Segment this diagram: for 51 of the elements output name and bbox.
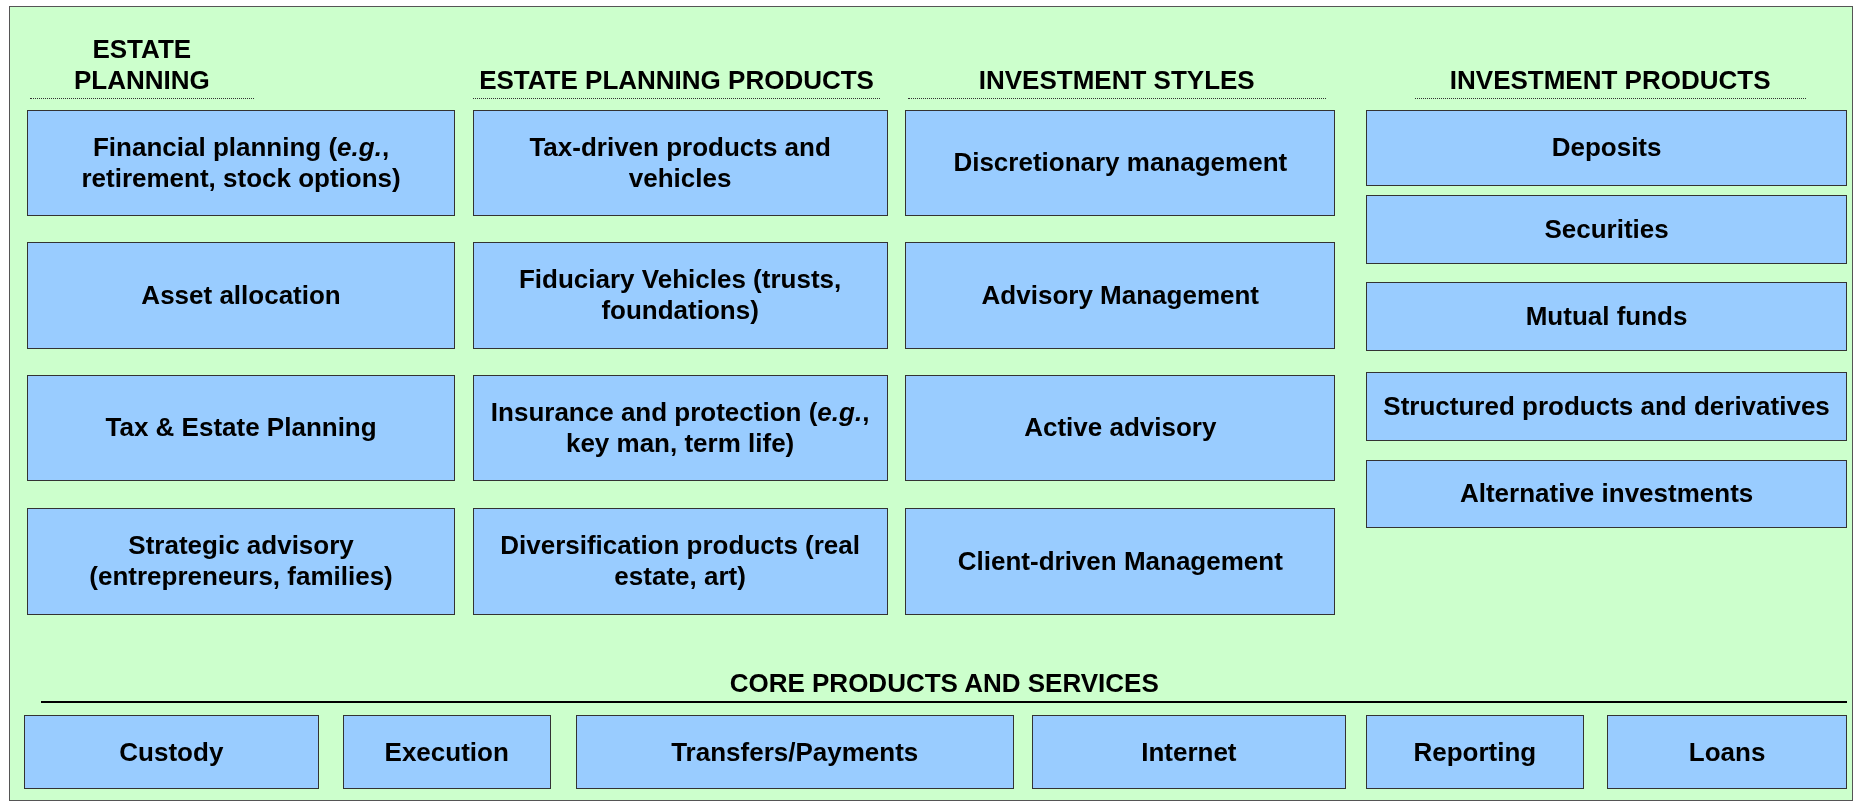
category-box — [472, 242, 888, 349]
category-box — [342, 714, 551, 790]
box-text: Advisory Management — [980, 279, 1260, 311]
category-box — [472, 508, 888, 615]
box-text: Mutual funds — [1524, 301, 1689, 333]
column-heading: ESTATE PLANNING PRODUCTS — [478, 64, 875, 97]
category-box — [905, 374, 1336, 481]
box-text: Reporting — [1412, 736, 1538, 768]
category-box — [1607, 714, 1848, 790]
category-box — [27, 242, 455, 349]
box-text: Fiduciary Vehicles (trusts, foundations) — [518, 264, 843, 327]
box-text: Asset allocation — [140, 279, 342, 311]
category-box — [1366, 195, 1848, 264]
category-box — [1031, 714, 1346, 790]
box-text: Discretionary management — [952, 147, 1289, 179]
box-text: Structured products and derivatives — [1382, 390, 1831, 423]
category-box — [575, 714, 1014, 790]
category-box — [23, 714, 320, 790]
box-text: Internet — [1140, 736, 1238, 768]
box-text: Loans — [1687, 736, 1767, 768]
box-text: Tax-driven products and vehicles — [528, 131, 832, 195]
category-box — [1366, 372, 1848, 441]
category-box — [27, 508, 455, 615]
category-box — [905, 242, 1336, 349]
box-text: Active advisory — [1023, 412, 1218, 444]
category-box — [1366, 714, 1584, 790]
box-text: Securities — [1543, 213, 1670, 245]
category-box — [27, 109, 455, 217]
column-heading: CORE PRODUCTS AND SERVICES — [728, 667, 1160, 699]
box-text: Insurance and protection (e.g., key man, term life) — [489, 396, 871, 459]
box-text: Strategic advisory (entrepreneurs, families) — [88, 530, 394, 593]
box-text: Execution — [383, 736, 510, 768]
box-text: Tax & Estate Planning — [104, 412, 378, 444]
box-text: Custody — [118, 736, 225, 768]
category-box — [472, 374, 888, 481]
box-text: Financial planning (e.g., retirement, stock options) — [80, 131, 402, 195]
column-heading: INVESTMENT PRODUCTS — [1448, 64, 1772, 97]
category-box — [1366, 282, 1848, 351]
category-box — [905, 109, 1336, 217]
box-text: Transfers/Payments — [670, 736, 920, 768]
column-heading: INVESTMENT STYLES — [977, 64, 1256, 97]
category-box — [1366, 109, 1848, 186]
box-text: Alternative investments — [1458, 478, 1755, 510]
column-heading: ESTATE PLANNING — [72, 33, 211, 97]
box-text: Diversification products (real estate, art) — [499, 530, 861, 593]
box-text: Client-driven Management — [956, 545, 1284, 577]
category-box — [1366, 459, 1848, 529]
box-text: Deposits — [1550, 132, 1663, 164]
category-box — [27, 374, 455, 481]
category-box — [905, 508, 1336, 615]
category-box — [472, 109, 888, 217]
